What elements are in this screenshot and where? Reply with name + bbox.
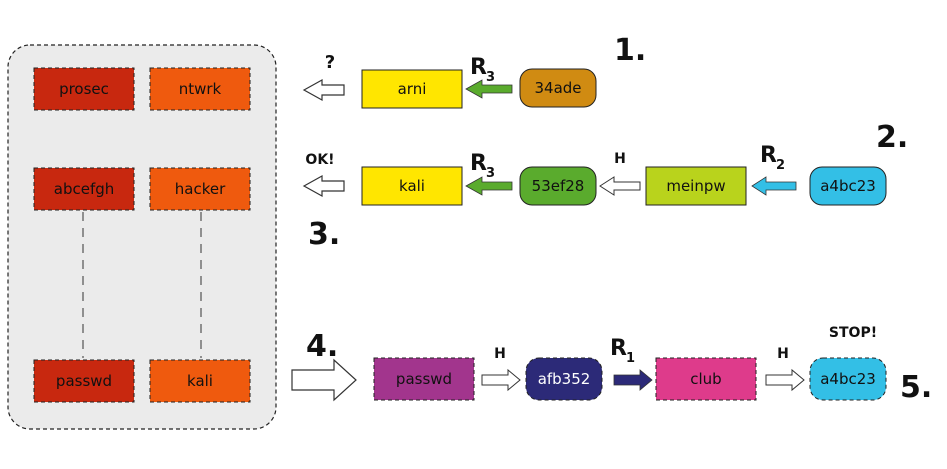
hash-box-label: a4bc23 bbox=[820, 177, 876, 195]
reduction-arrow-icon bbox=[751, 176, 797, 196]
reduction-index: 3 bbox=[486, 70, 495, 85]
hash-box bbox=[809, 357, 887, 401]
hash-box-label: a4bc23 bbox=[820, 370, 876, 388]
table-start-cell-label: prosec bbox=[59, 80, 109, 98]
hash-op-label: H bbox=[614, 151, 626, 167]
plaintext-box-label: passwd bbox=[396, 370, 452, 388]
step-number-1: 1. bbox=[614, 33, 646, 68]
reduction-arrow-icon bbox=[465, 176, 513, 196]
table-end-cell-label: ntwrk bbox=[179, 80, 222, 98]
reduction-arrow-icon bbox=[465, 79, 513, 99]
plaintext-box-label: arni bbox=[398, 80, 427, 98]
hash-arrow-icon bbox=[599, 176, 641, 196]
hash-op-label: H bbox=[494, 346, 506, 362]
table-row: passwd kali bbox=[33, 359, 251, 403]
step-number-2: 2. bbox=[876, 120, 908, 155]
step-number-3: 3. bbox=[308, 217, 340, 252]
hash-arrow-icon bbox=[481, 368, 521, 392]
reduction-label: R bbox=[610, 336, 627, 361]
table-end-cell bbox=[149, 359, 251, 403]
table-start-cell bbox=[33, 359, 135, 403]
hash-box bbox=[809, 166, 887, 206]
rainbow-table-panel bbox=[7, 44, 277, 430]
reduction-index: 1 bbox=[626, 351, 635, 366]
reduction-index: 2 bbox=[776, 158, 785, 173]
hash-op-label: H bbox=[777, 346, 789, 362]
plaintext-box-label: kali bbox=[399, 177, 425, 195]
table-end-cell-label: kali bbox=[187, 372, 213, 390]
table-start-cell-label: abcefgh bbox=[54, 180, 115, 198]
plaintext-box bbox=[655, 357, 757, 401]
table-end-cell bbox=[149, 167, 251, 211]
lookup-arrow-icon bbox=[291, 358, 357, 402]
hash-box bbox=[519, 166, 597, 206]
table-row: abcefgh hacker bbox=[33, 167, 251, 211]
plaintext-box bbox=[645, 166, 747, 206]
table-start-cell bbox=[33, 67, 135, 111]
reduction-label: R bbox=[760, 143, 777, 168]
step-number-5: 5. bbox=[900, 370, 932, 405]
table-end-cell-label: hacker bbox=[175, 180, 226, 198]
result-unknown-label: ? bbox=[325, 52, 335, 73]
plaintext-box-label: club bbox=[690, 370, 721, 388]
table-end-cell bbox=[149, 67, 251, 111]
reduction-index: 3 bbox=[486, 166, 495, 181]
plaintext-box bbox=[361, 166, 463, 206]
result-ok-label: OK! bbox=[305, 152, 334, 168]
hash-box-label: 34ade bbox=[534, 79, 581, 97]
reduction-label: R bbox=[470, 151, 487, 176]
hash-box bbox=[525, 357, 603, 401]
result-stop-label: STOP! bbox=[829, 325, 877, 341]
hollow-arrow-icon bbox=[302, 174, 345, 198]
hash-box bbox=[519, 68, 597, 108]
hash-box-label: afb352 bbox=[538, 370, 591, 388]
hash-arrow-icon bbox=[765, 368, 805, 392]
plaintext-box bbox=[361, 69, 463, 109]
table-row: prosec ntwrk bbox=[33, 67, 251, 111]
plaintext-box bbox=[373, 357, 475, 401]
table-start-cell bbox=[33, 167, 135, 211]
table-start-cell-label: passwd bbox=[56, 372, 112, 390]
hollow-arrow-icon bbox=[302, 78, 345, 102]
reduction-arrow-icon bbox=[613, 369, 653, 391]
hash-box-label: 53ef28 bbox=[532, 177, 585, 195]
plaintext-box-label: meinpw bbox=[666, 177, 725, 195]
reduction-label: R bbox=[470, 55, 487, 80]
step-number-4: 4. bbox=[306, 329, 338, 364]
